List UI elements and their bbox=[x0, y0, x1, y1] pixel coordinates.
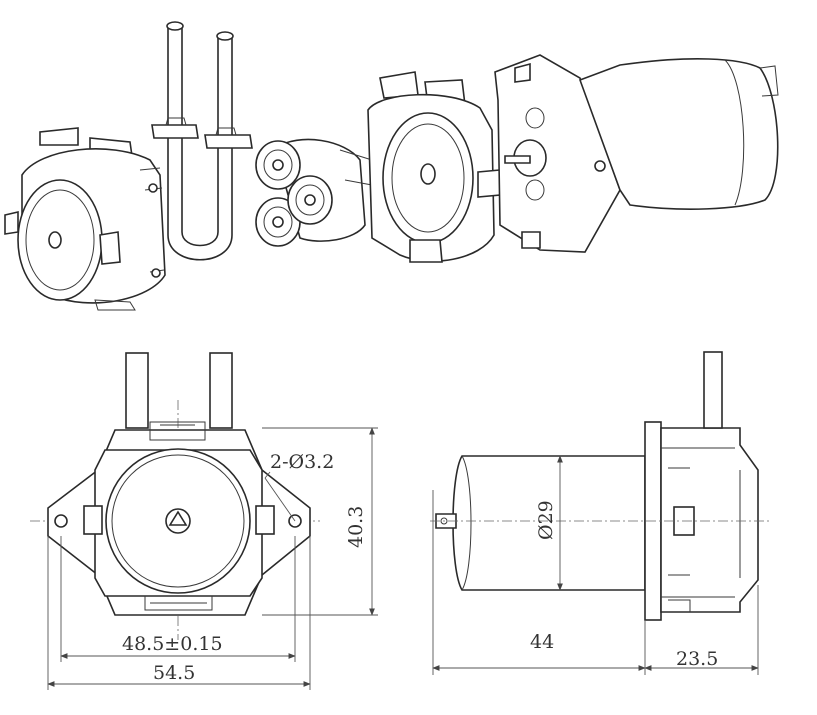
side-view: Ø29 44 23.5 bbox=[430, 351, 770, 675]
hole-diameter-label: 2-Ø3.2 bbox=[270, 451, 334, 473]
overall-width-label: 54.5 bbox=[153, 662, 195, 684]
height-dimension-label: 40.3 bbox=[345, 506, 367, 548]
front-view: 2-Ø3.2 40.3 48.5±0.15 54.5 bbox=[30, 352, 378, 690]
u-tube-part bbox=[151, 21, 253, 261]
pump-housing-part bbox=[367, 71, 501, 263]
pump-cover-part bbox=[4, 127, 166, 311]
motor-diameter-label: Ø29 bbox=[535, 500, 557, 540]
pump-head-depth-label: 23.5 bbox=[676, 648, 718, 670]
motor-part bbox=[494, 54, 779, 253]
roller-assembly-part bbox=[255, 138, 373, 247]
motor-length-label: 44 bbox=[530, 631, 554, 653]
hole-spacing-label: 48.5±0.15 bbox=[122, 633, 223, 655]
exploded-view bbox=[4, 21, 779, 311]
